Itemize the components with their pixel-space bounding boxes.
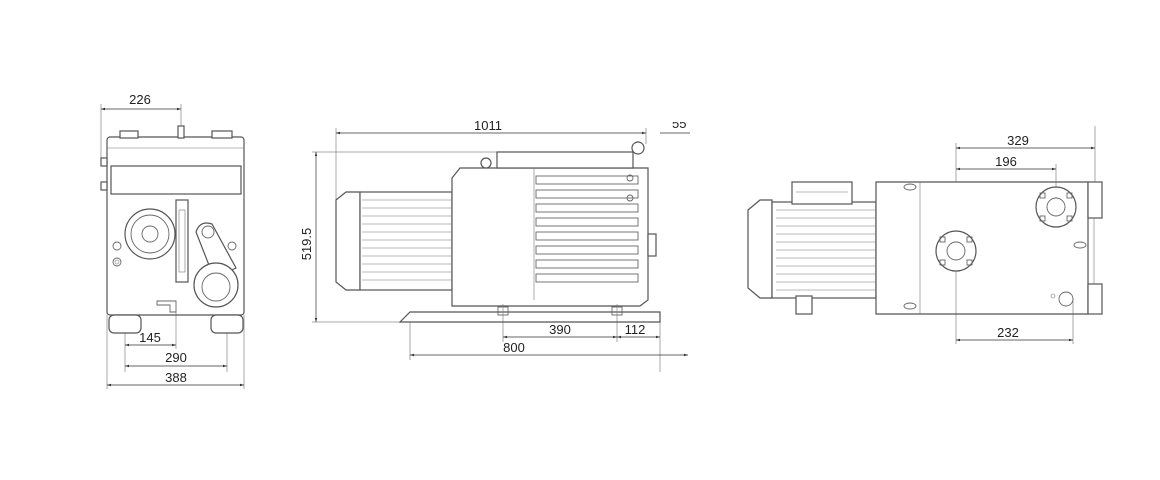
top-terminal-box	[791, 181, 853, 205]
front-coupling-circle	[124, 208, 176, 260]
front-view: 226 145 290 388	[100, 92, 245, 389]
side-base-plate	[398, 311, 661, 323]
front-foot-left	[108, 314, 142, 334]
top-view: 329 196 232	[747, 126, 1103, 344]
side-top-rim	[496, 151, 634, 169]
dim-side-height: 519.5	[299, 228, 314, 261]
front-arm	[195, 222, 237, 279]
dim-side-base-length: 800	[503, 340, 525, 355]
front-top-lug-right	[211, 130, 233, 139]
dim-front-top: 226	[129, 92, 151, 107]
side-view: 1011 55 519.5 390 112 800	[299, 112, 708, 372]
dim-side-hole-to-end: 112	[625, 322, 646, 337]
dim-front-foot-inner: 145	[139, 330, 161, 345]
dim-front-overall-width: 388	[165, 370, 187, 385]
dim-top-outlet-center: 196	[995, 154, 1017, 169]
dim-top-outlet-flange: 329	[1007, 133, 1029, 148]
dim-side-hole-spacing: 390	[549, 322, 571, 337]
front-label-band	[110, 165, 242, 195]
front-top-handle	[177, 125, 185, 139]
front-sight-glass	[175, 199, 189, 283]
side-motor-endcap	[335, 191, 361, 291]
dim-front-foot-center: 290	[165, 350, 187, 365]
front-top-lug-left	[119, 130, 139, 139]
dim-side-overall-length: 1011	[474, 118, 502, 133]
top-motor-endcap	[747, 199, 773, 299]
side-motor-body	[359, 191, 453, 291]
side-pump-body	[451, 167, 649, 307]
dim-top-inlet-center: 232	[997, 325, 1019, 340]
front-foot-right	[210, 314, 244, 334]
front-outlet-circle	[193, 262, 239, 308]
